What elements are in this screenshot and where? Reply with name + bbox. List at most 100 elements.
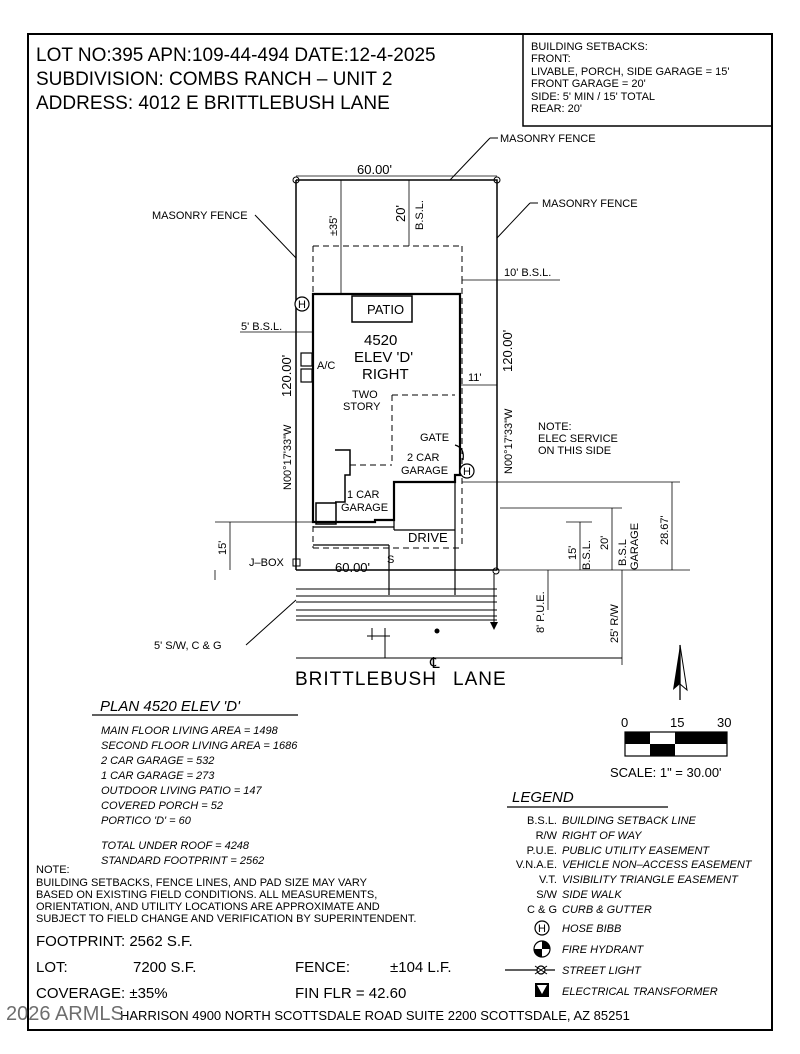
bottom-width-dim: 60.00' — [335, 560, 370, 575]
street-light-icon — [505, 965, 555, 975]
drive-label: DRIVE — [408, 530, 448, 545]
sidewalk-label: 5' S/W, C & G — [154, 640, 222, 652]
left-front-15-dim: 15' — [217, 541, 229, 555]
lot-area-label: LOT: — [36, 959, 68, 976]
hose-bibb-icon — [459, 463, 475, 479]
setbacks-line: BUILDING SETBACKS: — [531, 41, 648, 53]
left-side-dim: 120.00' — [279, 355, 294, 397]
masonry-fence-left-label: MASONRY FENCE — [152, 210, 248, 222]
front-20-dim: 20' — [599, 536, 611, 550]
scale-tick-0: 0 — [621, 715, 628, 730]
right-side-bearing: N00°17'33"W — [503, 408, 515, 474]
centerline-symbol: ℄ — [429, 655, 440, 672]
legend-title: LEGEND — [512, 789, 574, 806]
masonry-fence-top-label: MASONRY FENCE — [500, 133, 596, 145]
plan-title: PLAN 4520 ELEV 'D' — [100, 698, 241, 715]
north-arrow-mini — [490, 622, 498, 630]
hose-bibb-letter: H — [463, 466, 471, 478]
legend-desc: RIGHT OF WAY — [562, 830, 642, 842]
two-car-label: 2 CAR — [407, 452, 439, 464]
gate-swing — [454, 444, 464, 461]
leader-line — [254, 214, 297, 259]
legend-desc: PUBLIC UTILITY EASEMENT — [562, 845, 710, 857]
elec-note-line: ELEC SERVICE — [538, 433, 618, 445]
plan-number-label: 4520 — [364, 332, 397, 349]
ac-unit — [300, 368, 313, 383]
electrical-transformer-icon — [535, 983, 549, 997]
header-lot-line: LOT NO:395 APN:109-44-494 DATE:12-4-2025 — [36, 45, 436, 66]
rear-35-dim: ±35' — [328, 216, 340, 236]
elevation-label: ELEV 'D' — [354, 349, 413, 366]
patio-label: PATIO — [367, 302, 404, 317]
hose-bibb-icon — [294, 296, 310, 312]
hose-bibb-icon — [534, 920, 550, 936]
legend-desc: VISIBILITY TRIANGLE EASEMENT — [562, 874, 739, 886]
company-address: HARRISON 4900 NORTH SCOTTSDALE ROAD SUIT… — [120, 1008, 630, 1023]
setbacks-line: FRONT GARAGE = 20' — [531, 78, 646, 90]
legend-hydrant-label: FIRE HYDRANT — [562, 944, 645, 956]
street-lines — [296, 574, 622, 659]
one-car-label: 1 CAR — [347, 489, 379, 501]
fire-hydrant-icon — [533, 940, 551, 958]
coverage-summary: COVERAGE: ±35% — [36, 985, 168, 1002]
plan-line: SECOND FLOOR LIVING AREA = 1686 — [101, 740, 298, 752]
plan-line: 1 CAR GARAGE = 273 — [101, 770, 215, 782]
note-line: ORIENTATION, AND UTILITY LOCATIONS ARE A… — [36, 901, 380, 913]
rw-dim: 25' R/W — [609, 604, 621, 643]
setbacks-line: REAR: 20' — [531, 103, 582, 115]
scale-bar — [624, 731, 728, 757]
lot-line-rear — [296, 179, 498, 260]
bsl-garage-label-2: GARAGE — [629, 523, 641, 570]
legend-abbr: V.T. — [539, 874, 557, 886]
patio-outline — [351, 295, 413, 323]
legend-items: B.S.L. BUILDING SETBACK LINE R/W RIGHT O… — [516, 815, 753, 916]
right-bsl-10-label: 10' B.S.L. — [504, 267, 551, 279]
legend-abbr: V.N.A.E. — [516, 859, 557, 871]
legend-desc: CURB & GUTTER — [562, 904, 652, 916]
finished-floor: FIN FLR = 42.60 — [295, 985, 406, 1002]
driveway — [313, 482, 456, 595]
plan-line: OUTDOOR LIVING PATIO = 147 — [101, 785, 263, 797]
footprint-summary: FOOTPRINT: 2562 S.F. — [36, 933, 193, 950]
legend-abbr: S/W — [536, 889, 557, 901]
sheet-border — [27, 33, 773, 1031]
legend-abbr: C & G — [527, 904, 557, 916]
ac-unit — [300, 352, 313, 367]
note-line: SUBJECT TO FIELD CHANGE AND VERIFICATION… — [36, 913, 416, 925]
portico-outline — [315, 502, 337, 525]
note-line: BUILDING SETBACKS, FENCE LINES, AND PAD … — [36, 877, 368, 889]
jbox-label: J–BOX — [249, 557, 285, 569]
two-story-label-1: TWO — [352, 389, 378, 401]
one-car-garage-label: GARAGE — [341, 502, 388, 514]
plan-footprint: STANDARD FOOTPRINT = 2562 — [101, 855, 264, 867]
left-bsl-5-label: 5' B.S.L. — [241, 321, 282, 333]
legend-hose-letter: H — [538, 923, 546, 935]
scale-tick-30: 30 — [717, 715, 731, 730]
lot-corner-marker — [292, 176, 300, 184]
legend-transformer-label: ELECTRICAL TRANSFORMER — [562, 986, 718, 998]
watermark: 2026 ARMLS — [6, 1003, 124, 1025]
leader-line — [496, 202, 531, 239]
side-11-dim: 11' — [468, 372, 482, 384]
dim-2867: 28.67' — [659, 515, 671, 545]
porch-outline — [335, 449, 351, 503]
front-dim-lines — [214, 481, 690, 665]
house-footprint — [311, 292, 462, 524]
street-name: BRITTLEBUSH — [295, 669, 437, 690]
lot-corner-marker — [493, 176, 501, 184]
legend-desc: BUILDING SETBACK LINE — [562, 815, 697, 827]
legend-desc: VEHICLE NON–ACCESS EASEMENT — [562, 859, 753, 871]
header-subdivision-line: SUBDIVISION: COMBS RANCH – UNIT 2 — [36, 69, 393, 90]
plan-line: PORTICO 'D' = 60 — [101, 815, 192, 827]
orientation-label: RIGHT — [362, 366, 409, 383]
scale-tick-15: 15 — [670, 715, 684, 730]
sewer-mark: S — [387, 554, 394, 566]
fence-label: FENCE: — [295, 959, 350, 976]
jbox-symbol — [292, 558, 301, 567]
elec-note-line: NOTE: — [538, 421, 572, 433]
two-story-label-2: STORY — [343, 401, 381, 413]
utility-point — [434, 628, 440, 634]
pue-dim: 8' P.U.E. — [535, 591, 547, 633]
setbacks-line: LIVABLE, PORCH, SIDE GARAGE = 15' — [531, 66, 729, 78]
